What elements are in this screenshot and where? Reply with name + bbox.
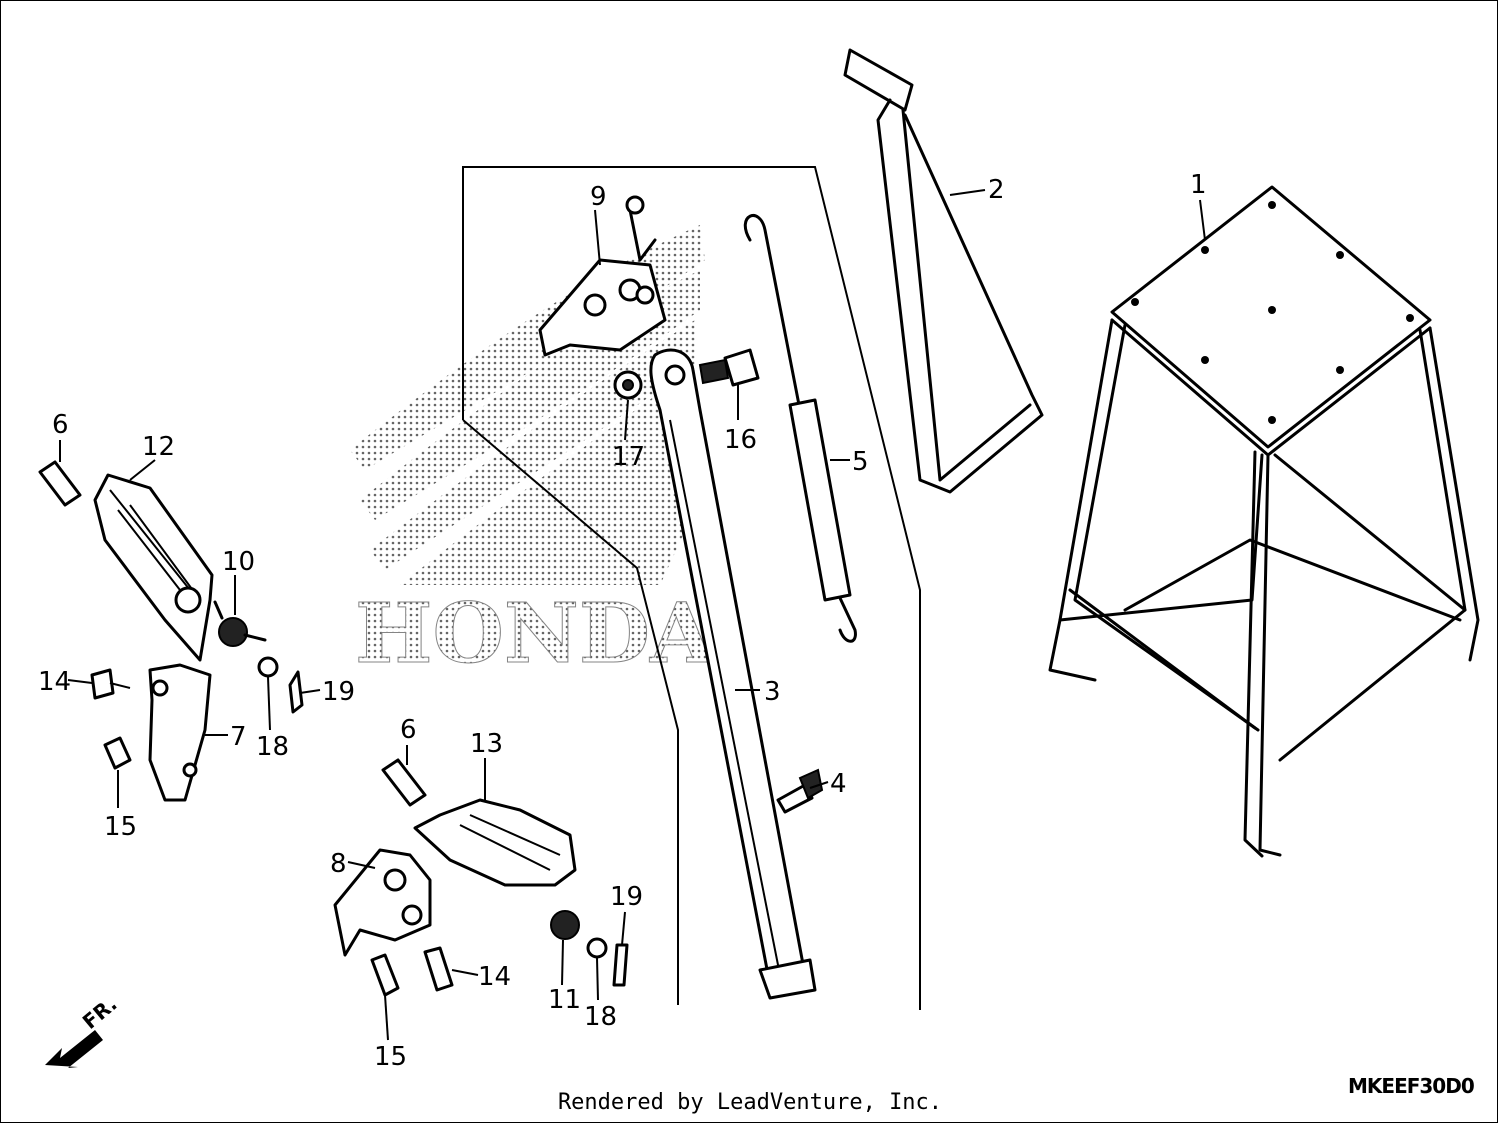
part-10-spring: [213, 600, 267, 647]
callout-11: 11: [548, 985, 581, 1015]
part-7-bracket: [148, 663, 212, 802]
part-18-washer-left: [257, 656, 279, 678]
part-1-bike-stand: [1048, 185, 1480, 858]
callout-14-right: 14: [478, 962, 511, 992]
callout-2: 2: [988, 175, 1005, 205]
callout-10: 10: [222, 547, 255, 577]
honda-wing-watermark: HONDA: [350, 225, 715, 683]
part-8-bracket: [333, 848, 432, 957]
callout-19-right: 19: [610, 882, 643, 912]
callout-18-right: 18: [584, 1002, 617, 1032]
part-15-bolt-left: [103, 736, 132, 770]
callout-8: 8: [330, 849, 347, 879]
callout-16: 16: [724, 425, 757, 455]
callout-4: 4: [830, 769, 847, 799]
part-9-bracket: [538, 195, 667, 357]
callout-6-upper: 6: [52, 410, 69, 440]
front-direction-arrow: FR.: [45, 992, 122, 1068]
part-18-washer-right: [586, 937, 608, 959]
part-19-pin-right: [612, 943, 629, 987]
callout-15-left: 15: [104, 812, 137, 842]
part-15-bolt-right: [370, 953, 400, 997]
part-13-footpeg: [413, 798, 577, 887]
callout-5: 5: [852, 447, 869, 477]
callout-7: 7: [230, 722, 247, 752]
part-17-nut: [613, 370, 643, 400]
callout-15-right: 15: [374, 1042, 407, 1072]
part-4-bolt: [776, 768, 824, 814]
callout-19-left: 19: [322, 677, 355, 707]
callout-1: 1: [1190, 170, 1207, 200]
part-11-spring: [550, 910, 580, 940]
part-14-bolt-left: [90, 668, 131, 700]
inset-outline-right: [462, 166, 921, 1010]
part-16-collar-bolt: [698, 348, 760, 387]
callout-17: 17: [612, 442, 645, 472]
part-14-bolt-right: [423, 946, 454, 992]
callout-6-lower: 6: [400, 715, 417, 745]
callout-13: 13: [470, 729, 503, 759]
fr-label: FR.: [78, 992, 122, 1034]
callout-18-left: 18: [256, 732, 289, 762]
part-12-footpeg: [93, 473, 214, 662]
part-3-side-stand: [649, 348, 817, 1000]
honda-watermark-text: HONDA: [355, 586, 715, 682]
part-6-pin-upper: [38, 460, 82, 507]
inset-outline-left: [462, 419, 679, 1005]
callout-3: 3: [764, 677, 781, 707]
callout-12: 12: [142, 432, 175, 462]
leader-lines: [59, 189, 1206, 1041]
callout-9: 9: [590, 182, 607, 212]
diagram-code: MKEEF30D0: [1348, 1074, 1475, 1098]
footer-credit: Rendered by LeadVenture, Inc.: [557, 1090, 943, 1115]
part-2-triangle-stand: [843, 48, 1044, 494]
callout-labels: 1 2 3 4 5 6 6 7 8 9 10 11 12 13 14 14 15…: [38, 170, 1207, 1072]
part-19-pin-left: [288, 670, 304, 714]
callout-14-left: 14: [38, 667, 71, 697]
part-6-pin-lower: [381, 758, 427, 807]
part-5-spring: [743, 214, 857, 643]
